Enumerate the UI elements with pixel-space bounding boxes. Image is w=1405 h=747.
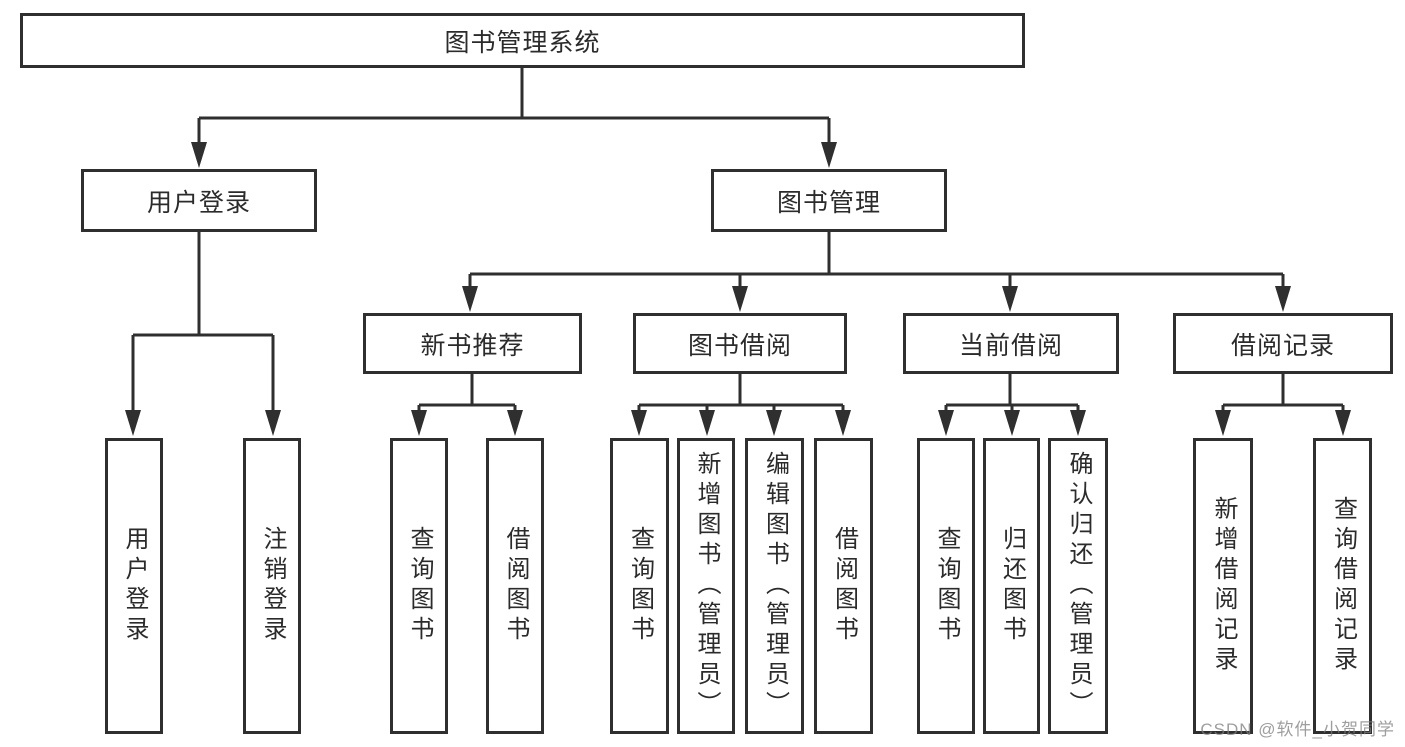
leaf-recommend-borrow-books: 借阅图书	[486, 438, 544, 734]
node-user-login: 用户登录	[81, 169, 317, 232]
leaf-borrow-add-books: 新增图书（管理员）	[677, 438, 735, 734]
node-root: 图书管理系统	[20, 13, 1025, 68]
leaf-borrow-edit-books: 编辑图书（管理员）	[745, 438, 804, 734]
node-borrow-record: 借阅记录	[1173, 313, 1393, 374]
leaf-record-query: 查询借阅记录	[1313, 438, 1372, 734]
leaf-recommend-borrow-books-label: 借阅图书	[502, 526, 529, 646]
leaf-user-login-label: 用户登录	[121, 526, 148, 646]
leaf-record-add: 新增借阅记录	[1193, 438, 1253, 734]
node-book-management-label: 图书管理	[776, 188, 881, 217]
node-borrow-record-label: 借阅记录	[1230, 331, 1335, 360]
node-current-borrow: 当前借阅	[903, 313, 1119, 374]
node-new-book-recommend: 新书推荐	[363, 313, 582, 374]
leaf-record-query-label: 查询借阅记录	[1329, 496, 1357, 676]
node-new-book-recommend-label: 新书推荐	[420, 331, 525, 360]
leaf-borrow-add-books-label: 新增图书（管理员）	[693, 451, 720, 721]
leaf-logout: 注销登录	[243, 438, 301, 734]
leaf-recommend-query-books: 查询图书	[390, 438, 448, 734]
node-book-management: 图书管理	[711, 169, 947, 232]
leaf-borrow-query-books-label: 查询图书	[626, 526, 654, 646]
leaf-current-query-books: 查询图书	[917, 438, 975, 734]
node-book-borrow: 图书借阅	[633, 313, 847, 374]
leaf-current-return-books-label: 归还图书	[998, 526, 1026, 646]
node-user-login-label: 用户登录	[146, 188, 251, 217]
leaf-current-query-books-label: 查询图书	[933, 526, 960, 646]
leaf-borrow-borrow-books-label: 借阅图书	[830, 526, 858, 646]
leaf-logout-label: 注销登录	[259, 526, 286, 646]
csdn-watermark: CSDN @软件_小贺同学	[1200, 720, 1395, 739]
leaf-user-login: 用户登录	[105, 438, 163, 734]
node-current-borrow-label: 当前借阅	[958, 331, 1063, 360]
leaf-current-return-books: 归还图书	[983, 438, 1040, 734]
node-root-label: 图书管理系统	[444, 28, 601, 57]
leaf-current-confirm-return: 确认归还（管理员）	[1048, 438, 1108, 734]
leaf-borrow-query-books: 查询图书	[610, 438, 669, 734]
leaf-borrow-borrow-books: 借阅图书	[814, 438, 873, 734]
leaf-borrow-edit-books-label: 编辑图书（管理员）	[761, 451, 789, 721]
leaf-current-confirm-return-label: 确认归还（管理员）	[1065, 451, 1092, 721]
leaf-record-add-label: 新增借阅记录	[1210, 496, 1237, 676]
node-book-borrow-label: 图书借阅	[687, 331, 792, 360]
leaf-recommend-query-books-label: 查询图书	[406, 526, 433, 646]
